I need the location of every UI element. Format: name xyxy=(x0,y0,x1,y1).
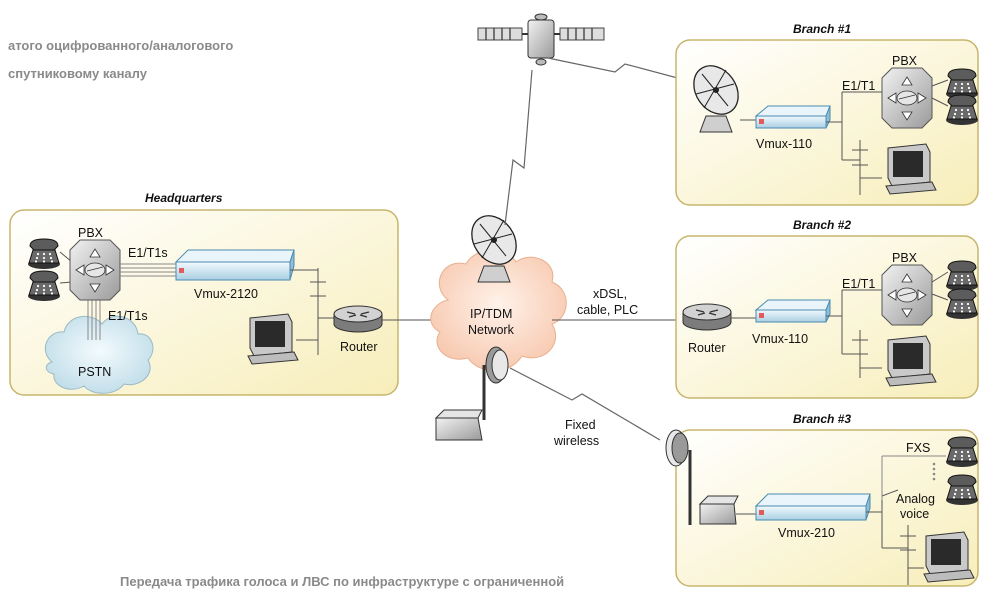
vmux-2120-device xyxy=(174,249,295,281)
branch3-bus xyxy=(866,489,924,585)
branch3-computer-icon xyxy=(923,531,975,583)
analog-label-line2: voice xyxy=(900,507,929,521)
branch2-vmux-icon xyxy=(755,299,831,323)
analog-label-line1: Analog xyxy=(896,492,935,506)
branch2-vmux-label: Vmux-110 xyxy=(752,332,808,346)
network-label-line2: Network xyxy=(468,323,515,337)
caption-top-line2: спутниковому каналу xyxy=(8,66,148,81)
vmux-210-device xyxy=(754,493,871,521)
headquarters-title: Headquarters xyxy=(145,191,223,205)
branch2-phone-icon-1 xyxy=(945,260,979,292)
pstn-cloud xyxy=(44,315,154,394)
branch1-computer-icon xyxy=(885,143,937,195)
branch3-phone-icon-2 xyxy=(945,474,979,506)
pstn-label: PSTN xyxy=(78,365,111,379)
hq-pbx-label: PBX xyxy=(78,226,104,240)
hq-phone-icon-1 xyxy=(27,238,61,270)
satellite-uplink-hq xyxy=(504,69,533,226)
caption-top-line1: атого оцифрованного/аналогового xyxy=(8,38,233,53)
branch2-bus xyxy=(826,271,949,378)
branch1-e1t1-label: E1/T1 xyxy=(842,79,875,93)
network-label-line1: IP/TDM xyxy=(470,307,512,321)
branch3-phone-icon-1 xyxy=(945,436,979,468)
branch2-pbx-icon xyxy=(881,264,933,326)
fxs-label: FXS xyxy=(906,441,930,455)
branch1-vmux-label: Vmux-110 xyxy=(756,137,812,151)
branch3-title: Branch #3 xyxy=(793,412,851,426)
fixed-wireless-link xyxy=(509,367,661,441)
satellite-link-branch1 xyxy=(547,57,701,85)
wireless-mast-icon xyxy=(434,346,509,441)
branch1-pbx-icon xyxy=(881,67,933,129)
branch2-router-label: Router xyxy=(688,341,726,355)
branch2-e1t1-label: E1/T1 xyxy=(842,277,875,291)
fixed-wireless-label-line1: Fixed xyxy=(565,418,596,432)
branch2-computer-icon xyxy=(885,335,937,387)
vmux-210-label: Vmux-210 xyxy=(778,526,835,540)
hq-phone-icon-2 xyxy=(27,270,61,302)
branch1-bus xyxy=(826,79,949,195)
branch2-pbx-label: PBX xyxy=(892,251,918,265)
branch3-fxs-lines xyxy=(881,455,946,500)
fxs-dots xyxy=(932,462,936,481)
hq-router-label: Router xyxy=(340,340,378,354)
hq-computer-icon xyxy=(247,313,299,365)
branch1-pbx-label: PBX xyxy=(892,54,918,68)
caption-bottom: Передача трафика голоса и ЛВС по инфраст… xyxy=(120,574,564,589)
branch1-title: Branch #1 xyxy=(793,22,851,36)
xdsl-label-line2: cable, PLC xyxy=(577,303,638,317)
branch2-router-icon xyxy=(682,303,732,331)
branch2-phone-icon-2 xyxy=(945,288,979,320)
satellite-icon xyxy=(477,13,605,66)
pbx-pstn-lines xyxy=(87,300,101,340)
fixed-wireless-label-line2: wireless xyxy=(553,434,599,448)
hq-pbx-vmux-lines xyxy=(120,263,178,277)
branch1-vmux-icon xyxy=(755,105,831,129)
hq-router-icon xyxy=(333,305,383,333)
branch1-phone-icon-2 xyxy=(945,94,979,126)
hq-pbx-icon xyxy=(69,239,121,301)
branch3-wireless-icon xyxy=(665,429,739,525)
hq-pbx-link-label: E1/T1s xyxy=(128,246,168,260)
hq-pstn-link-label: E1/T1s xyxy=(108,309,148,323)
xdsl-label-line1: xDSL, xyxy=(593,287,627,301)
branch2-title: Branch #2 xyxy=(793,218,851,232)
vmux-2120-label: Vmux-2120 xyxy=(194,287,258,301)
